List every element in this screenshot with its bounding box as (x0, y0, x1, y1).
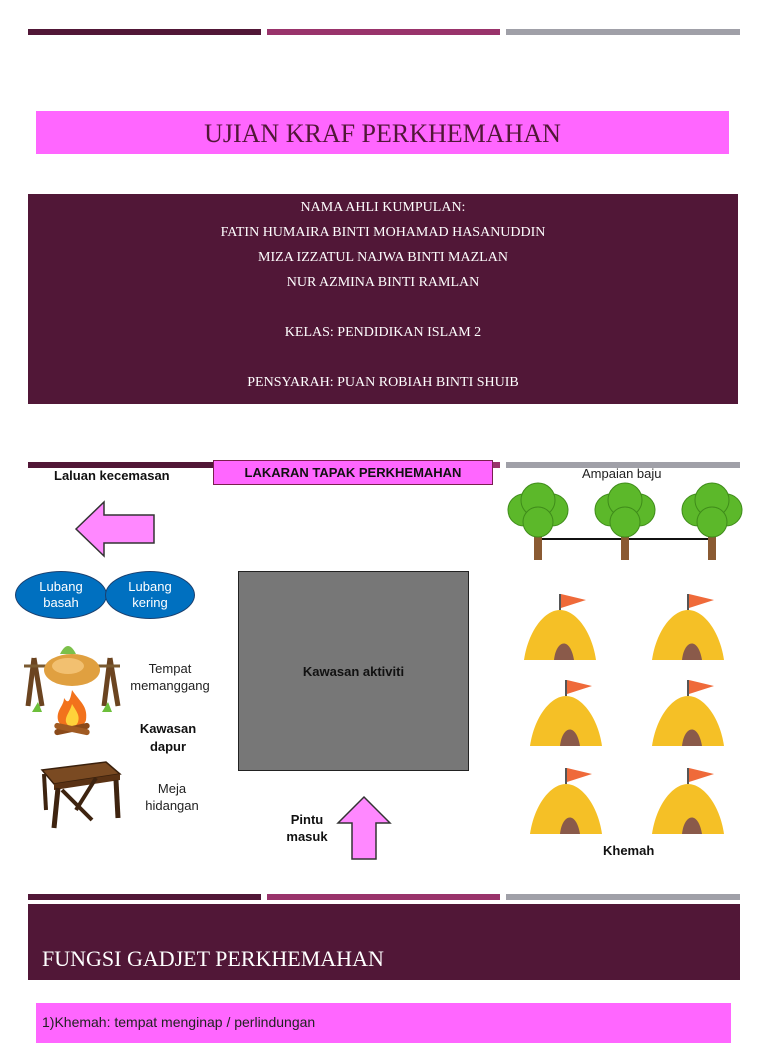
wooden-table-icon (40, 761, 122, 829)
member-name-1: FATIN HUMAIRA BINTI MOHAMAD HASANUDDIN (220, 225, 546, 240)
slide1-title-box: UJIAN KRAF PERKHEMAHAN (36, 111, 729, 154)
lecturer-line: PENSYARAH: PUAN ROBIAH BINTI SHUIB (247, 375, 519, 390)
tents-icon (523, 593, 725, 835)
emergency-arrow-left-icon (74, 500, 155, 558)
grill-label: Tempat memanggang (130, 661, 210, 693)
slide3-title: FUNGSI GADJET PERKHEMAHAN (42, 946, 384, 971)
clothesline-label: Ampaian baju (582, 466, 662, 481)
tent-icon (529, 767, 603, 835)
campfire-icon (54, 690, 90, 736)
dry-pit-label: Lubang kering (128, 579, 172, 610)
dining-table-label: Meja hidangan (145, 781, 199, 813)
gadget-item-1: 1)Khemah: tempat menginap / perlindungan (42, 1014, 316, 1030)
site-sketch-title-box: LAKARAN TAPAK PERKHEMAHAN (213, 460, 493, 485)
entrance-arrow-up-icon (336, 795, 392, 860)
activity-area-box: Kawasan aktiviti (238, 571, 469, 771)
tree-icon (594, 482, 656, 560)
accent-bar-plum-2 (28, 462, 261, 468)
tent-icon (651, 593, 725, 661)
clothesline-trees-icon (507, 482, 743, 560)
member-name-3: NUR AZMINA BINTI RAMLAN (286, 275, 480, 290)
wet-pit-ellipse: Lubang basah (15, 571, 107, 619)
accent-bar-magenta (267, 29, 500, 35)
kitchen-label: Kawasan dapur (139, 721, 197, 754)
tree-icon (507, 482, 569, 560)
slide1-title: UJIAN KRAF PERKHEMAHAN (204, 119, 561, 148)
wet-pit-label: Lubang basah (39, 579, 83, 610)
dry-pit-ellipse: Lubang kering (105, 571, 195, 619)
tent-icon (529, 679, 603, 747)
accent-bar-plum-3 (28, 894, 261, 900)
tent-icon (651, 679, 725, 747)
members-panel: NAMA AHLI KUMPULAN: FATIN HUMAIRA BINTI … (28, 194, 738, 404)
accent-bar-gray-2 (506, 462, 740, 468)
tree-icon (681, 482, 743, 560)
gadget-item-box: 1)Khemah: tempat menginap / perlindungan (36, 1003, 731, 1043)
accent-bar-gray-3 (506, 894, 740, 900)
tents-label: Khemah (603, 843, 655, 858)
roast-spit-icon (24, 646, 121, 712)
member-name-2: MIZA IZZATUL NAJWA BINTI MAZLAN (258, 250, 508, 265)
tent-icon (523, 593, 597, 661)
accent-bar-magenta-3 (267, 894, 500, 900)
site-sketch-title: LAKARAN TAPAK PERKHEMAHAN (244, 465, 462, 480)
emergency-route-label: Laluan kecemasan (54, 468, 170, 483)
members-heading: NAMA AHLI KUMPULAN: (300, 200, 466, 215)
class-line: KELAS: PENDIDIKAN ISLAM 2 (284, 325, 482, 340)
tent-icon (651, 767, 725, 835)
accent-bar-gray (506, 29, 740, 35)
slide3-title-panel: FUNGSI GADJET PERKHEMAHAN (28, 904, 740, 980)
accent-bar-plum (28, 29, 261, 35)
activity-area-label: Kawasan aktiviti (302, 663, 405, 679)
entrance-label: Pintu masuk (286, 812, 328, 844)
